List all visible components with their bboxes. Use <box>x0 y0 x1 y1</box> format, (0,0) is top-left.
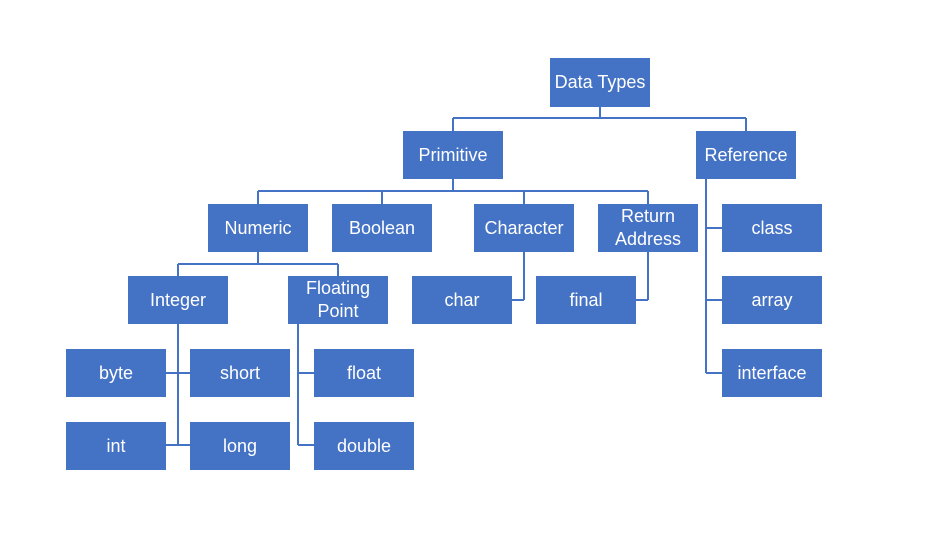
node-long: long <box>190 422 290 470</box>
node-interface: interface <box>722 349 822 397</box>
node-short: short <box>190 349 290 397</box>
node-int: int <box>66 422 166 470</box>
node-integer: Integer <box>128 276 228 324</box>
node-float: float <box>314 349 414 397</box>
node-byte: byte <box>66 349 166 397</box>
node-double: double <box>314 422 414 470</box>
node-reference: Reference <box>696 131 796 179</box>
node-return-address: Return Address <box>598 204 698 252</box>
node-character: Character <box>474 204 574 252</box>
node-data-types: Data Types <box>550 58 650 107</box>
node-primitive: Primitive <box>403 131 503 179</box>
node-char: char <box>412 276 512 324</box>
node-class: class <box>722 204 822 252</box>
node-floating-point: Floating Point <box>288 276 388 324</box>
node-numeric: Numeric <box>208 204 308 252</box>
node-array: array <box>722 276 822 324</box>
node-boolean: Boolean <box>332 204 432 252</box>
node-final: final <box>536 276 636 324</box>
